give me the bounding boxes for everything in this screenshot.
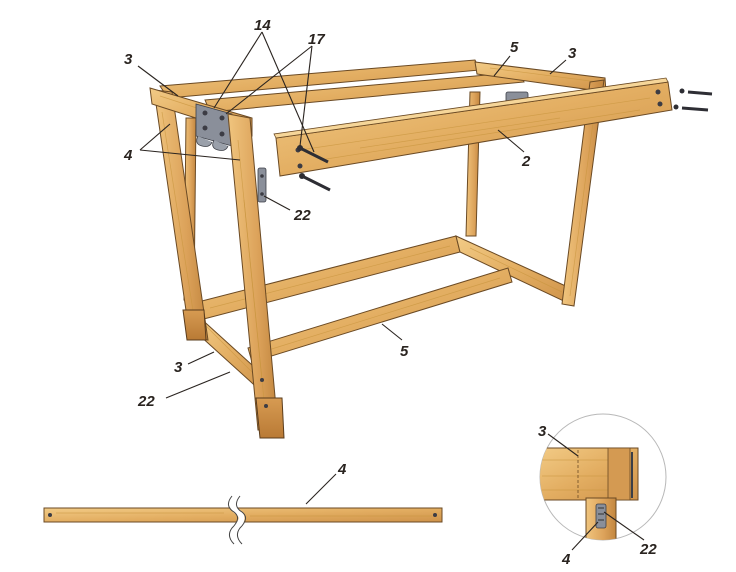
- callout-5-bottom: 5: [400, 343, 409, 360]
- carriage-bolt-lower: [299, 173, 331, 192]
- callout-detail-22: 22: [639, 541, 657, 558]
- callout-22-middle: 22: [293, 207, 311, 224]
- callout-2: 2: [521, 153, 531, 170]
- joint-detail-inset: [539, 413, 667, 541]
- callout-4-left: 4: [123, 147, 133, 164]
- callout-detail-4: 4: [561, 551, 571, 568]
- loose-plank-part-4: [43, 494, 443, 547]
- right-end-bolt-upper: [679, 88, 713, 96]
- callout-detail-3: 3: [538, 423, 547, 440]
- front-apron-top-edge: [273, 77, 669, 139]
- callout-labels: 14 17 3 5 3 4 2 22 5 3 22 4 3 4 22: [123, 17, 657, 568]
- callout-14: 14: [254, 17, 271, 34]
- callout-3-top-right: 3: [568, 45, 577, 62]
- leg-front-left: [227, 113, 279, 431]
- callout-17: 17: [308, 31, 325, 48]
- callout-22-bottom: 22: [137, 393, 155, 410]
- callout-3-bottom: 3: [174, 359, 183, 376]
- foot-front-left: [255, 397, 285, 439]
- callout-3-top-left: 3: [124, 51, 133, 68]
- workbench-frame: [149, 59, 713, 439]
- foot-rear-left: [182, 309, 207, 341]
- carriage-bolt-upper: [297, 145, 329, 164]
- right-end-bolt-lower: [673, 104, 709, 112]
- callout-5-top: 5: [510, 39, 519, 56]
- leader-lines: [137, 31, 645, 551]
- leg-front-right: [561, 79, 605, 307]
- callout-4-plank: 4: [337, 461, 347, 478]
- leg-bracket-middle: [257, 167, 267, 203]
- plank-break-mark: [229, 494, 245, 547]
- detail-bracket: [595, 503, 607, 529]
